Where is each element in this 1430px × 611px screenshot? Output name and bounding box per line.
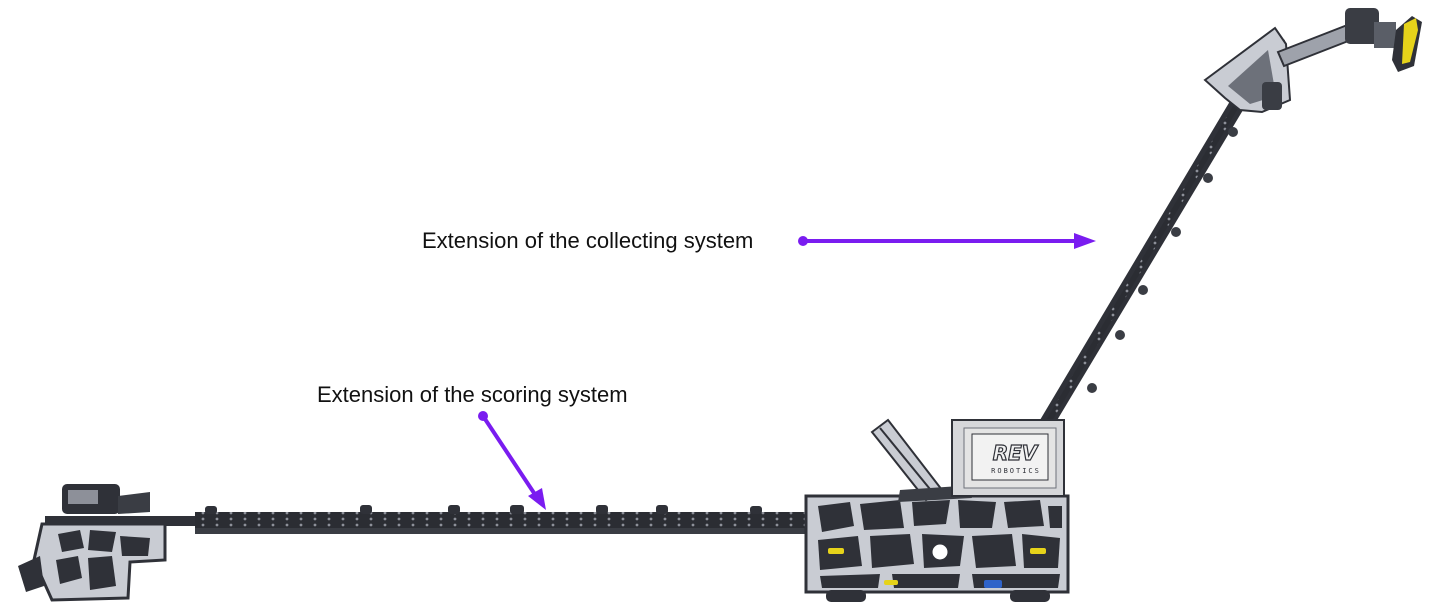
hub-logo: REV xyxy=(993,441,1039,465)
chassis xyxy=(804,494,1070,602)
control-hub: REV ROBOTICS xyxy=(951,419,1065,497)
hub-subtext: ROBOTICS xyxy=(991,467,1041,475)
scoring-system-label: Extension of the scoring system xyxy=(317,382,628,407)
claw xyxy=(1345,8,1422,72)
collecting-arrow xyxy=(798,233,1096,249)
scoring-arrow xyxy=(478,411,546,510)
collecting-arm xyxy=(1040,8,1422,422)
collecting-system-label: Extension of the collecting system xyxy=(422,228,754,253)
scoring-end-effector xyxy=(18,484,167,602)
